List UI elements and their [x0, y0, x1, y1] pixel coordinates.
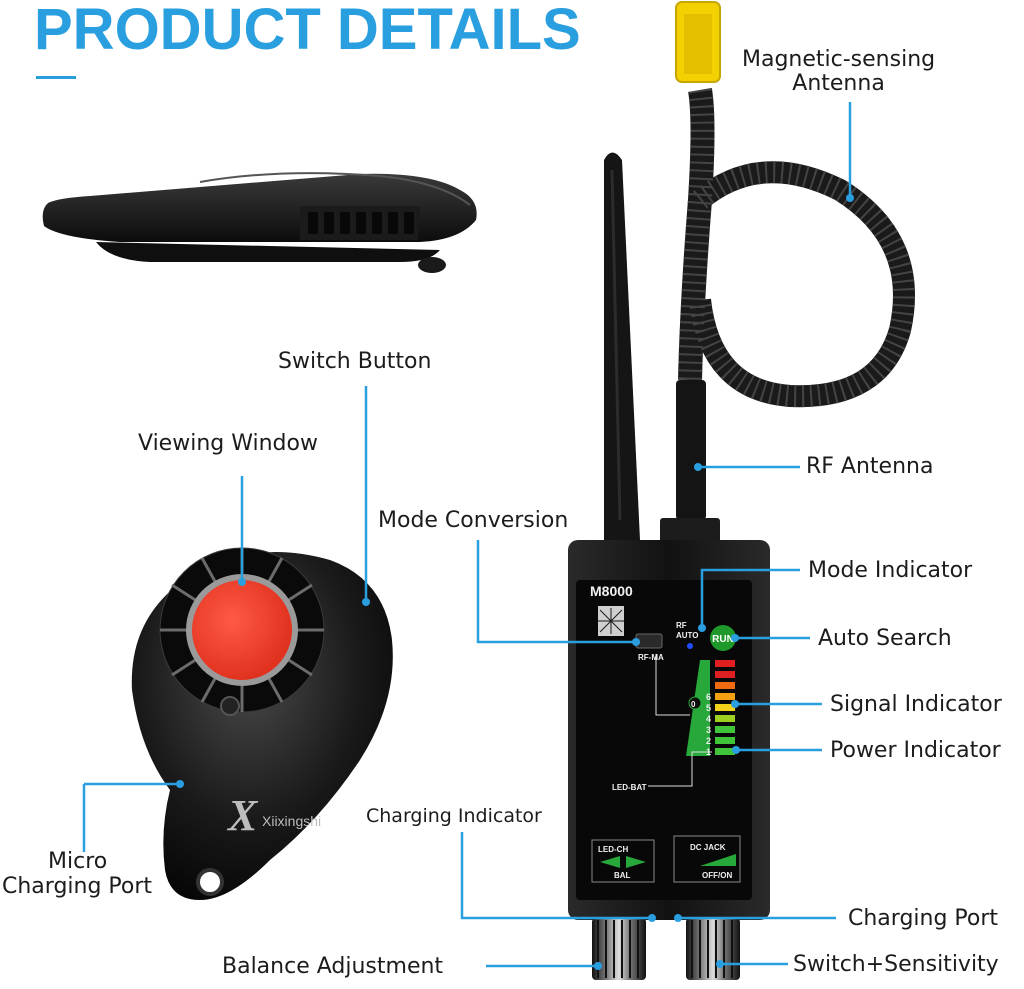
- title-underline: [36, 76, 76, 79]
- callout-viewing-window: Viewing Window: [138, 431, 318, 456]
- svg-text:3: 3: [706, 725, 711, 735]
- callout-mode-conversion: Mode Conversion: [378, 508, 569, 533]
- rf-label: RF: [676, 621, 687, 630]
- pendant-brand: Xiixingshi: [262, 813, 321, 829]
- pendant-side-view: [42, 172, 477, 273]
- callout-balance-adjustment: Balance Adjustment: [222, 954, 444, 979]
- led-ch-label: LED-CH: [598, 845, 628, 854]
- off-on-label: OFF/ON: [702, 871, 732, 880]
- viewing-window-lens: [192, 580, 292, 680]
- detector-body: RUN: [568, 518, 770, 980]
- callout-auto-search: Auto Search: [818, 626, 952, 651]
- run-button-label: RUN: [712, 634, 734, 645]
- signal-led-bar: [715, 660, 735, 755]
- callout-charging-port: Charging Port: [848, 906, 999, 931]
- pendant-front-view: X Xiixingshi: [131, 547, 393, 900]
- callout-lines: [82, 102, 852, 968]
- dc-jack-label: DC JACK: [690, 843, 726, 852]
- rf-ma-label: RF-MA: [638, 653, 664, 662]
- callout-power-indicator: Power Indicator: [830, 738, 1001, 763]
- svg-text:5: 5: [706, 703, 711, 713]
- callout-micro-charging-port-line1: Micro: [48, 849, 108, 874]
- svg-text:2: 2: [706, 736, 711, 746]
- zero-label: 0: [691, 700, 696, 709]
- callout-mode-indicator: Mode Indicator: [808, 558, 973, 583]
- auto-label: AUTO: [676, 631, 699, 640]
- callout-switch-sensitivity: Switch+Sensitivity: [793, 952, 999, 977]
- svg-text:6: 6: [706, 692, 711, 702]
- bal-label: BAL: [614, 871, 631, 880]
- callout-micro-charging-port-line2: Charging Port: [2, 874, 153, 899]
- magnetic-antenna-graphic: [675, 1, 915, 520]
- page-title: PRODUCT DETAILS: [34, 0, 581, 62]
- callout-charging-indicator: Charging Indicator: [366, 805, 542, 827]
- led-bat-label: LED-BAT: [612, 783, 647, 792]
- svg-text:X: X: [226, 791, 259, 840]
- rf-antenna-graphic: [604, 152, 640, 540]
- svg-text:4: 4: [706, 714, 711, 724]
- model-label: M8000: [590, 583, 633, 599]
- svg-text:1: 1: [706, 747, 711, 757]
- callout-magnetic-antenna: Magnetic-sensing Antenna: [742, 47, 936, 97]
- callout-switch-button: Switch Button: [278, 349, 432, 374]
- level-numbers: 6 5 4 3 2 1: [706, 692, 711, 757]
- callout-signal-indicator: Signal Indicator: [830, 692, 1002, 717]
- callout-rf-antenna: RF Antenna: [806, 454, 934, 479]
